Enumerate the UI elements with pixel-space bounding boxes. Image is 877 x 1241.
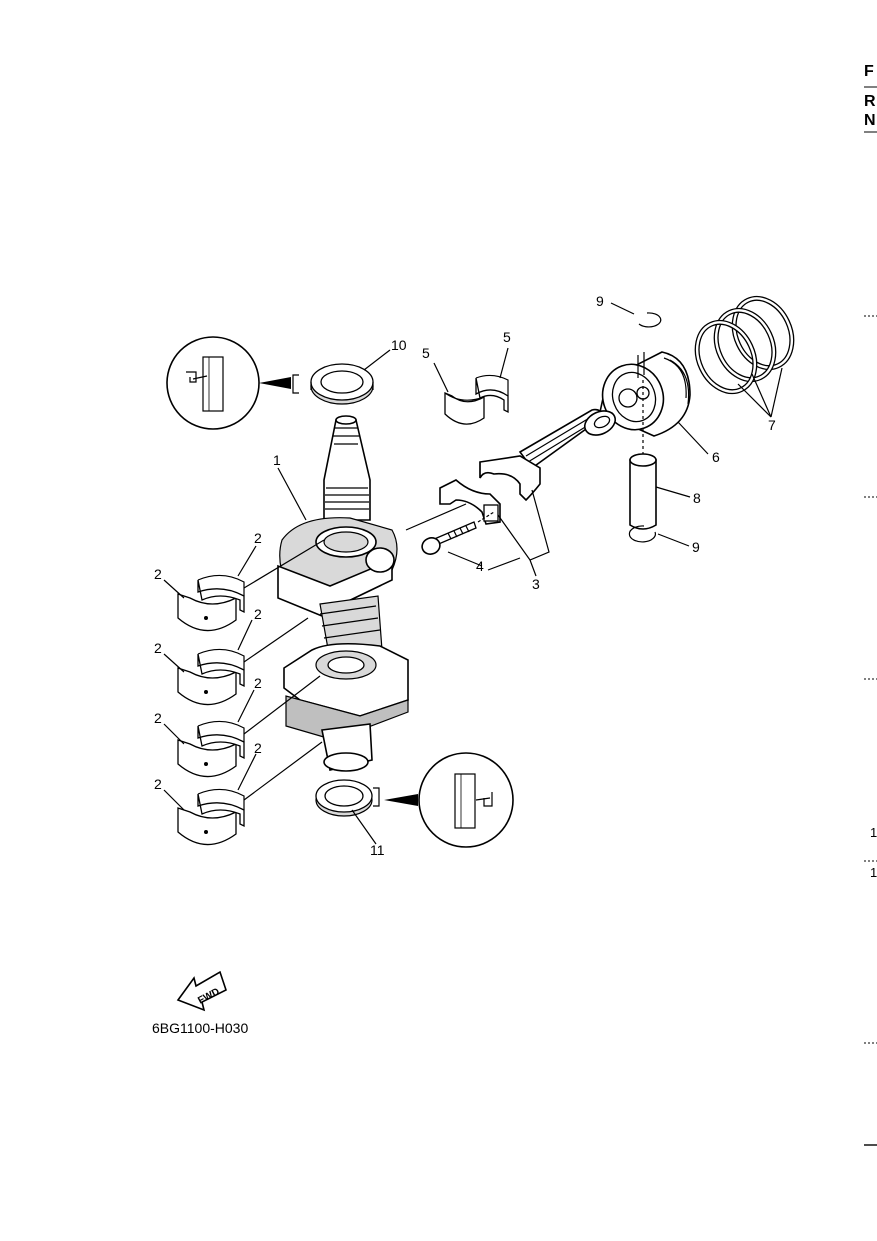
upper-seal-detail-inset: [166, 336, 299, 430]
rod-bolt: [421, 511, 495, 555]
callout-10: 10: [391, 337, 407, 353]
callout-2: 2: [154, 566, 162, 582]
edge-digit-b: 1: [870, 865, 877, 880]
main-bearing-set-2: [177, 648, 245, 706]
callout-2: 2: [254, 530, 262, 546]
callout-4: 4: [476, 558, 484, 574]
piston-pin: [629, 380, 657, 530]
main-bearing-set-1: [177, 574, 245, 632]
callout-8: 8: [693, 490, 701, 506]
main-bearing-set-4: [177, 788, 245, 846]
callout-2: 2: [254, 675, 262, 691]
piston-clip-lower: [628, 525, 656, 543]
callout-labels: 1 2 2 2 2 2 2 2 2 3 4 5 5 6 7 8 9 9 10 1…: [154, 293, 776, 858]
callout-2: 2: [154, 640, 162, 656]
callout-5: 5: [422, 345, 430, 361]
diagram-part-code: 6BG1100-H030: [152, 1020, 248, 1036]
piston: [599, 351, 691, 437]
oil-seal-lower: [315, 779, 380, 817]
callout-11: 11: [370, 842, 385, 858]
leader-lines: [163, 302, 783, 845]
callout-9: 9: [692, 539, 700, 555]
edge-letter-r: R: [864, 93, 876, 110]
callout-9: 9: [596, 293, 604, 309]
oil-seal-upper: [310, 363, 374, 405]
callout-2: 2: [154, 776, 162, 792]
rod-bearing-halves: [444, 374, 509, 425]
edge-letter-n: N: [864, 112, 876, 129]
piston-clip-upper: [638, 312, 662, 328]
callout-7: 7: [768, 417, 776, 433]
callout-6: 6: [712, 449, 720, 465]
callout-2: 2: [254, 606, 262, 622]
callout-2: 2: [154, 710, 162, 726]
lower-seal-detail-inset: [384, 752, 514, 848]
callout-3: 3: [532, 576, 540, 592]
edge-digit-a: 1: [870, 825, 877, 840]
main-bearing-set-3: [177, 720, 245, 778]
connecting-rod: [439, 408, 617, 525]
callout-1: 1: [273, 452, 281, 468]
edge-letter-f: F: [864, 63, 874, 80]
forward-direction-arrow: FWD: [176, 970, 227, 1012]
callout-2: 2: [254, 740, 262, 756]
crankshaft: [277, 415, 409, 772]
callout-5: 5: [503, 329, 511, 345]
piston-rings: [694, 295, 795, 395]
page-edge-fragments: F R N 1 1: [864, 63, 877, 1146]
